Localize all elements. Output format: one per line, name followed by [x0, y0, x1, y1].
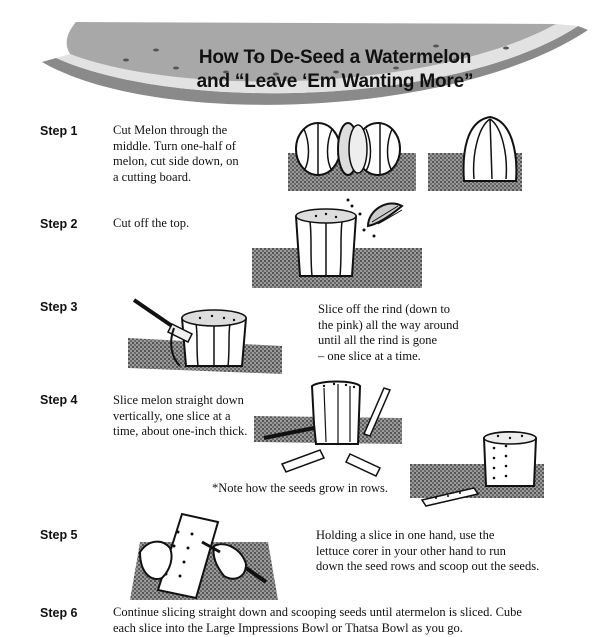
title-line-2: and “Leave ‘Em Wanting More” — [196, 71, 474, 92]
step-1-text: Cut Melon through the middle. Turn one-h… — [113, 123, 239, 184]
step-1-label: Step 1 — [40, 124, 78, 138]
halved-melon-icon — [288, 122, 416, 191]
step-4-note: *Note how the seeds grow in rows. — [212, 481, 389, 495]
step-5-text: Holding a slice in one hand, use the let… — [316, 528, 540, 573]
vertical-slicing-icon — [254, 380, 544, 507]
step-2-label: Step 2 — [40, 217, 78, 231]
page-title: How To De-Seed a Watermelon and “Leave ‘… — [120, 46, 550, 94]
rind-slicing-icon — [128, 298, 282, 374]
step-6-text: Continue slicing straight down and scoop… — [113, 605, 522, 635]
cut-top-icon — [252, 198, 422, 288]
step-4-text: Slice melon straight down vertically, on… — [113, 393, 248, 438]
step-3-label: Step 3 — [40, 300, 78, 314]
step-4-label: Step 4 — [40, 393, 78, 407]
seed-scooping-icon — [130, 512, 278, 600]
watermelon-slice-icon — [42, 22, 588, 105]
step-5-label: Step 5 — [40, 528, 78, 542]
title-line-1: How To De-Seed a Watermelon — [198, 47, 472, 68]
melon-half-icon — [428, 115, 522, 191]
step-3-text: Slice off the rind (down to the pink) al… — [318, 302, 459, 363]
step-6-label: Step 6 — [40, 606, 78, 620]
step-2-text: Cut off the top. — [113, 216, 190, 230]
